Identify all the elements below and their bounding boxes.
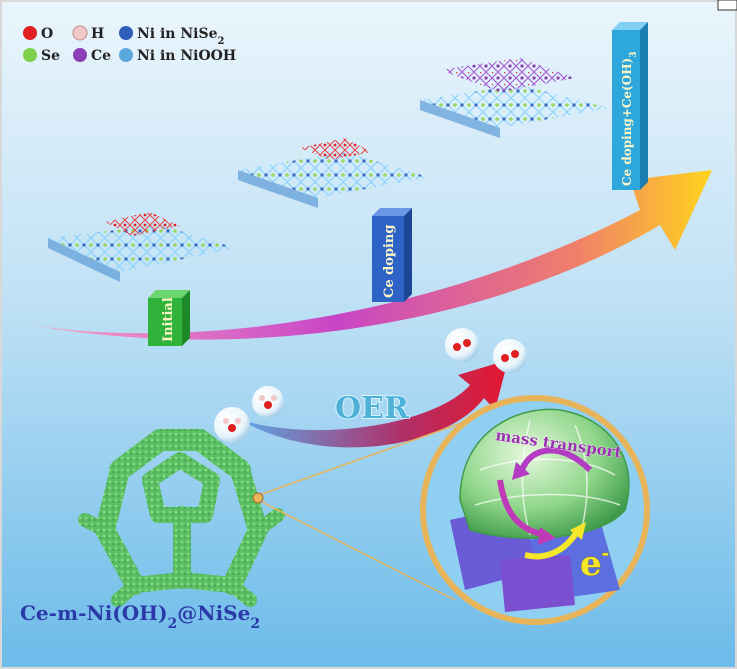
material-label: Ce-m-Ni(OH)2@NiSe2 <box>20 601 260 632</box>
substrate-sheet <box>500 555 575 612</box>
stage-bar-initial: Initial <box>148 290 190 346</box>
electron-arrow <box>524 528 581 560</box>
stage-label-initial: Initial <box>161 297 176 342</box>
stage-bar-ce-doping: Ce doping <box>372 208 412 302</box>
ce-m-ni-oh2-nise2-structure <box>78 429 285 607</box>
legend-dot-h <box>72 25 88 41</box>
lattice-initial <box>48 212 236 282</box>
oxygen-bubble <box>445 328 479 362</box>
legend-dot-se <box>23 48 37 62</box>
legend-label-o: O <box>41 26 53 42</box>
legend-label-ce: Ce <box>91 48 111 64</box>
legend-label-ni-niooh: Ni in NiOOH <box>137 48 236 64</box>
mass-transport-arrow <box>497 479 546 538</box>
water-bubble <box>214 407 250 443</box>
legend: O H Ni in NiSe2 Se Ce Ni in NiOOH <box>23 25 236 64</box>
oer-label: OER <box>335 391 410 426</box>
lattice-ce-doping <box>238 138 428 208</box>
electron-label: e- <box>580 543 609 584</box>
lattice-ce-doping-ce-oh3 <box>420 58 608 138</box>
progression-arrow <box>30 170 712 340</box>
legend-label-ni-nise2: Ni in NiSe2 <box>137 26 225 47</box>
water-bubble <box>252 386 284 418</box>
legend-dot-o <box>23 26 37 40</box>
zoom-circle: mass transport e- <box>420 395 650 625</box>
zoom-line <box>261 419 471 495</box>
corner-tab <box>717 0 737 11</box>
legend-dot-ce <box>73 48 87 62</box>
legend-label-h: H <box>91 26 104 42</box>
stage-label-ce-doping-ce-oh3: Ce doping+Ce(OH)3 <box>620 52 639 186</box>
zoom-line <box>261 501 456 601</box>
oxygen-bubble <box>493 339 527 373</box>
legend-label-se: Se <box>41 48 60 64</box>
legend-dot-ni-nise2 <box>119 26 133 40</box>
mass-transport-arrow <box>519 447 593 473</box>
stage-bar-ce-doping-ce-oh3: Ce doping+Ce(OH)3 <box>612 22 648 190</box>
stage-label-ce-doping: Ce doping <box>382 225 397 298</box>
legend-dot-ni-niooh <box>119 48 133 62</box>
oer-arrow <box>240 360 508 448</box>
